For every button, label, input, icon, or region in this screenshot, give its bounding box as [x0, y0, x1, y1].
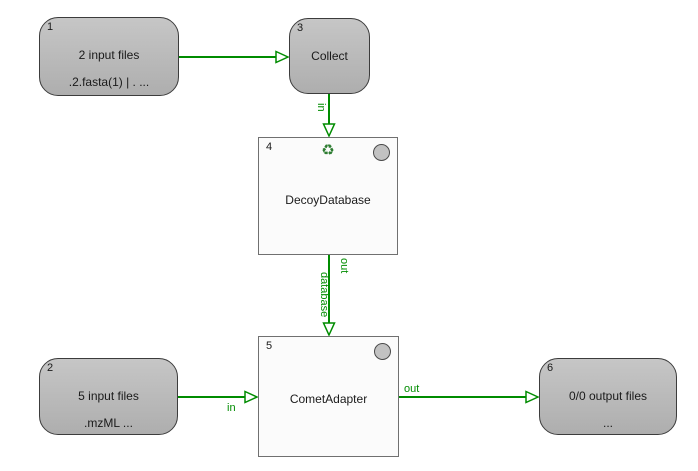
edge-input2-to-cometadapter[interactable]: in	[178, 390, 259, 415]
edge-target-port-label: database	[318, 272, 330, 317]
edge-input1-to-collect[interactable]	[179, 50, 290, 64]
node-number: 1	[47, 21, 54, 33]
arrowhead-icon	[275, 50, 290, 64]
cometadapter-node[interactable]: 5 CometAdapter	[258, 336, 399, 457]
edge-cometadapter-to-output[interactable]: out	[399, 383, 540, 404]
node-number: 3	[297, 22, 304, 34]
arrowhead-icon	[322, 322, 336, 337]
edge-target-port-label: in	[315, 103, 327, 112]
node-number: 5	[266, 340, 273, 352]
node-subtitle: ...	[602, 416, 613, 430]
node-number: 2	[47, 362, 54, 374]
edge-collect-to-decoydatabase[interactable]: in	[315, 94, 336, 138]
edge-source-port-label: out	[338, 258, 350, 273]
node-subtitle: .2.fasta(1) | . ...	[68, 75, 150, 89]
arrowhead-icon	[322, 123, 336, 138]
node-title: 2 input files	[78, 48, 140, 62]
edge-target-port-label: in	[227, 402, 236, 414]
edge-source-port-label: out	[404, 383, 419, 395]
node-title: 5 input files	[78, 389, 139, 403]
collect-node[interactable]: 3 Collect	[289, 18, 370, 94]
node-number: 4	[266, 141, 273, 153]
input-node-fasta[interactable]: 1 2 input files .2.fasta(1) | . ...	[39, 17, 179, 96]
status-indicator-icon	[374, 343, 391, 360]
input-node-mzml[interactable]: 2 5 input files .mzML ...	[39, 358, 178, 435]
node-title: CometAdapter	[289, 392, 368, 406]
edge-decoydatabase-to-cometadapter[interactable]: out database	[318, 255, 350, 337]
node-title: 0/0 output files	[568, 389, 648, 403]
recycle-icon: ♻	[321, 142, 335, 159]
decoydatabase-node[interactable]: 4 ♻ DecoyDatabase	[258, 137, 398, 255]
arrowhead-icon	[244, 390, 259, 404]
status-indicator-icon	[373, 144, 390, 161]
node-number: 6	[547, 362, 554, 374]
node-title: DecoyDatabase	[285, 193, 371, 207]
arrowhead-icon	[525, 390, 540, 404]
node-subtitle: .mzML ...	[84, 416, 133, 430]
output-node[interactable]: 6 0/0 output files ...	[539, 358, 677, 435]
node-title: Collect	[311, 49, 348, 63]
